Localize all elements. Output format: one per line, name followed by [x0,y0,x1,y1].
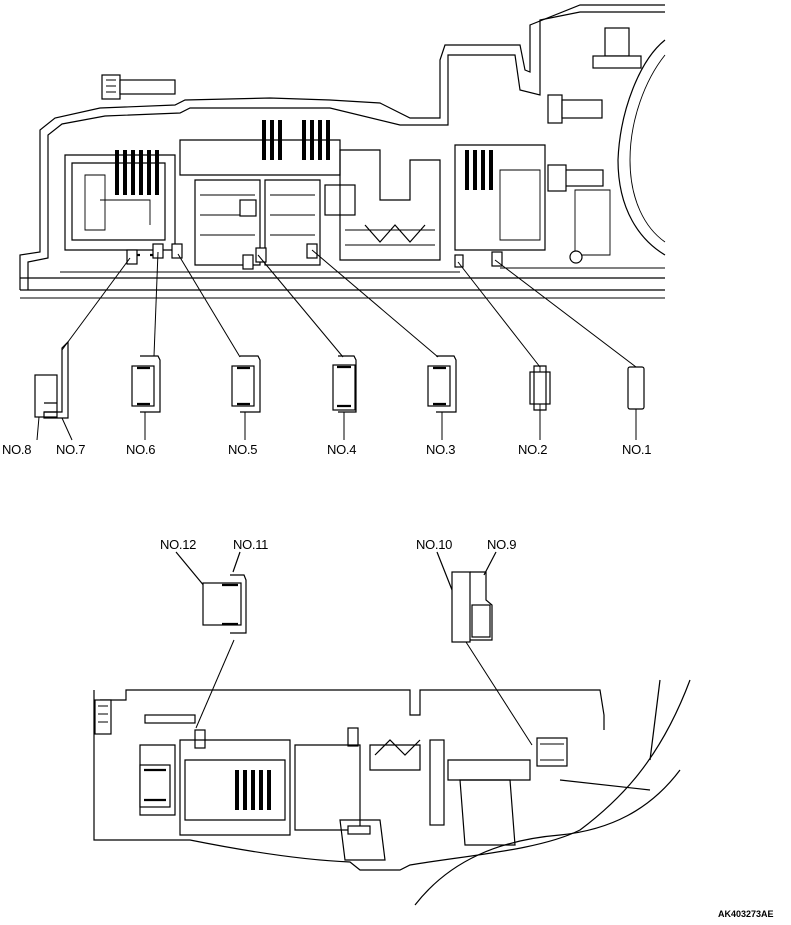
part-icon-no3 [427,355,457,413]
label-no1: NO.1 [622,442,652,457]
label-no3: NO.3 [426,442,456,457]
label-no7: NO.7 [56,442,86,457]
label-no2: NO.2 [518,442,548,457]
part-icon-no10-no9 [436,551,497,643]
lower-cross-section [93,679,691,906]
label-no10: NO.10 [416,537,453,552]
label-no11: NO.11 [233,537,269,552]
leader-lines-upper [61,249,637,368]
part-icon-no8-no7 [34,340,69,419]
leader-lines-labels [36,409,637,441]
label-no9: NO.9 [487,537,517,552]
label-no6: NO.6 [126,442,156,457]
figure-code: AK403273AE [718,909,774,919]
part-icon-no6 [131,355,161,413]
part-icon-no5 [231,355,261,413]
label-no5: NO.5 [228,442,258,457]
leader-lines-lower [195,639,533,746]
label-no4: NO.4 [327,442,357,457]
part-icon-no4 [332,355,357,413]
part-icon-no2 [529,365,551,411]
label-no8: NO.8 [2,442,32,457]
part-icon-no12-no11 [175,551,247,634]
upper-cross-section [19,4,666,299]
part-icon-no1 [627,366,645,410]
label-no12: NO.12 [160,537,197,552]
